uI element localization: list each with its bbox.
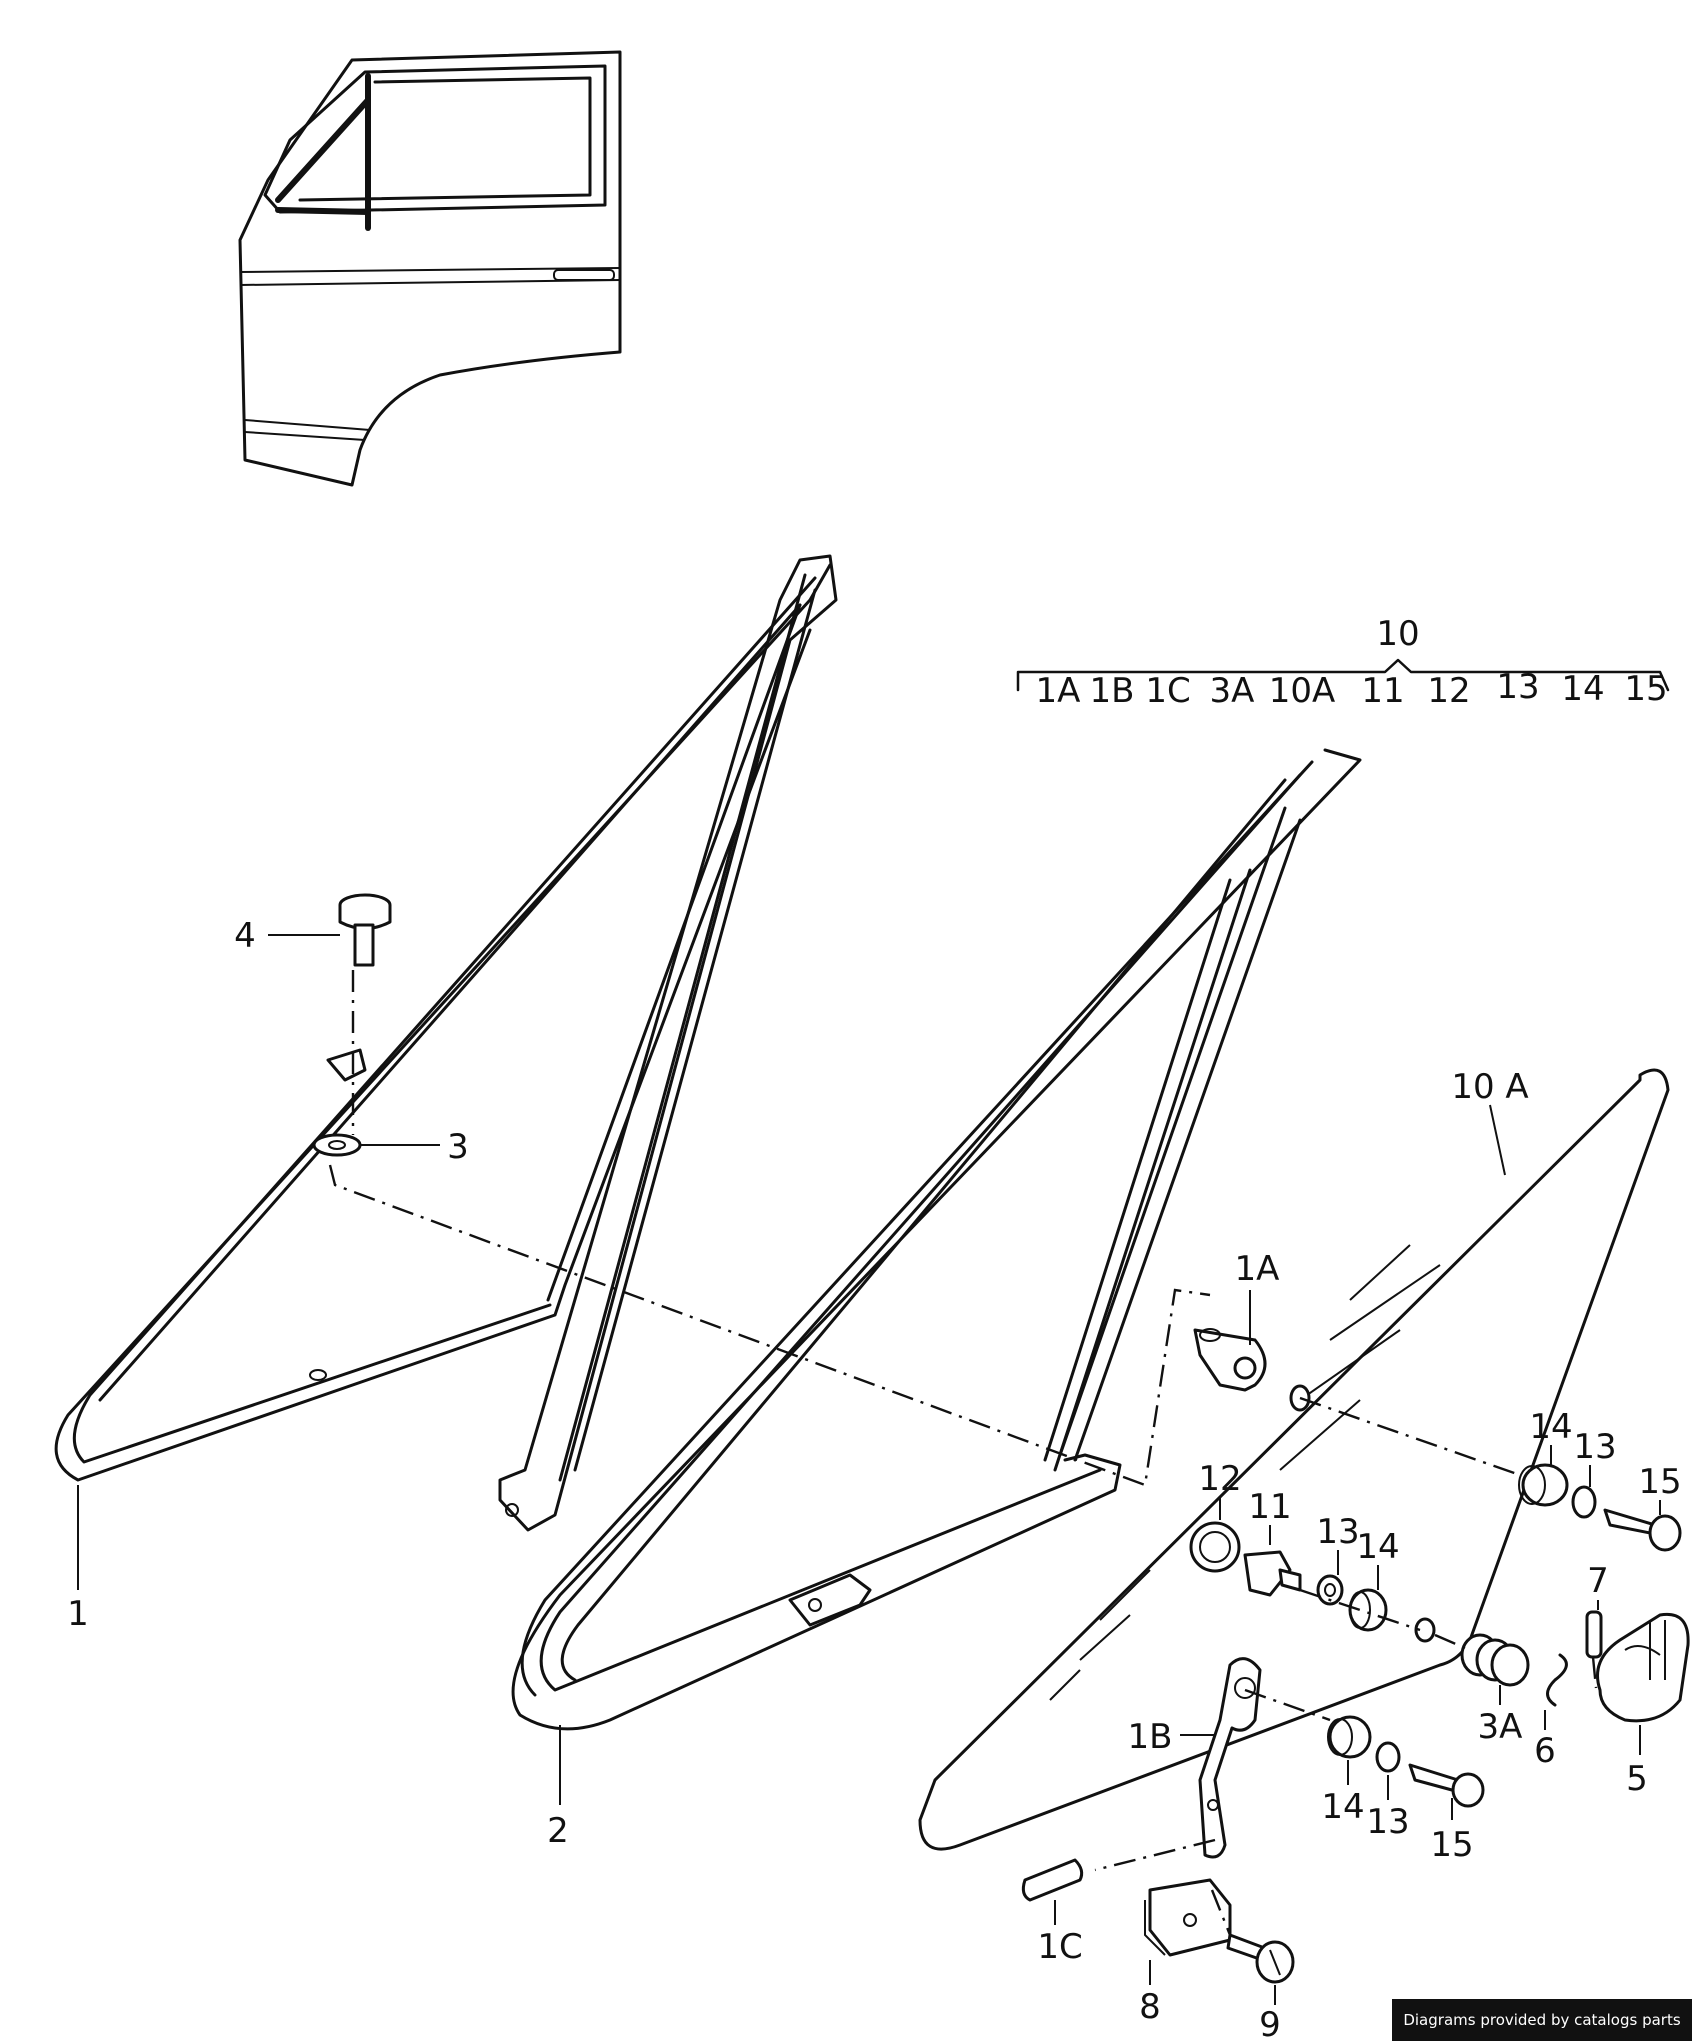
part-5-handle bbox=[1596, 1612, 1690, 1723]
callout-9: 9 bbox=[1259, 2005, 1281, 2041]
callout-12: 12 bbox=[1198, 1459, 1241, 1499]
part-2-frame bbox=[511, 748, 1362, 1731]
part-1B-hinge bbox=[1198, 1657, 1262, 1859]
group-member-13: 13 bbox=[1496, 667, 1539, 707]
hw-bottom-group bbox=[1327, 1715, 1485, 1808]
assembly-lines bbox=[328, 970, 1598, 1936]
callout-8: 8 bbox=[1139, 1987, 1161, 2027]
part-1-seal bbox=[54, 563, 832, 1482]
callout-15-top: 15 bbox=[1638, 1462, 1681, 1502]
part-3-washer bbox=[312, 1133, 362, 1157]
callout-3: 3 bbox=[447, 1127, 469, 1167]
part-6-clip bbox=[1546, 1653, 1568, 1707]
door-overview bbox=[238, 50, 622, 487]
part-7-pin bbox=[1585, 1610, 1603, 1659]
group-member-12: 12 bbox=[1427, 671, 1470, 711]
leader-lines bbox=[77, 934, 1661, 2005]
group-member-10A: 10A bbox=[1269, 671, 1336, 711]
group-member-11: 11 bbox=[1361, 671, 1404, 711]
part-10A-glass bbox=[918, 1068, 1670, 1851]
group-member-14: 14 bbox=[1561, 669, 1604, 709]
credit-banner: Diagrams provided by catalogs parts bbox=[1392, 1999, 1692, 2041]
group-member-1C: 1C bbox=[1145, 671, 1190, 711]
callout-13-top: 13 bbox=[1573, 1427, 1616, 1467]
callout-4: 4 bbox=[234, 916, 256, 956]
part-3A-spring bbox=[1460, 1633, 1530, 1687]
hw-mid-group bbox=[1189, 1521, 1436, 1643]
callout-7: 7 bbox=[1587, 1561, 1609, 1601]
hw-top-group bbox=[1518, 1463, 1682, 1552]
callout-14-bottom: 14 bbox=[1321, 1787, 1364, 1827]
callout-11: 11 bbox=[1248, 1487, 1291, 1527]
part-1A-bracket bbox=[1193, 1328, 1267, 1392]
callout-1: 1 bbox=[67, 1594, 89, 1634]
part-8-clamp bbox=[1144, 1878, 1232, 1957]
callout-1B: 1B bbox=[1128, 1717, 1173, 1757]
callout-13-bottom: 13 bbox=[1366, 1802, 1409, 1842]
callout-6: 6 bbox=[1534, 1731, 1556, 1771]
callout-14-top: 14 bbox=[1529, 1407, 1572, 1447]
callout-15-bottom: 15 bbox=[1430, 1825, 1473, 1865]
part-4-screw bbox=[338, 893, 392, 967]
callout-2: 2 bbox=[547, 1811, 569, 1851]
group-10-title: 10 bbox=[1376, 614, 1419, 654]
group-member-15: 15 bbox=[1624, 669, 1667, 709]
seal-clip bbox=[326, 1048, 367, 1082]
callout-5: 5 bbox=[1626, 1759, 1648, 1799]
callout-10A: 10 A bbox=[1451, 1067, 1528, 1107]
group-member-3A: 3A bbox=[1210, 671, 1255, 711]
callout-1A: 1A bbox=[1235, 1249, 1280, 1289]
part-1-channel bbox=[498, 554, 838, 1532]
group-member-1A: 1A bbox=[1036, 671, 1081, 711]
part-9-screw bbox=[1226, 1933, 1295, 1984]
group-member-1B: 1B bbox=[1090, 671, 1135, 711]
callout-1C: 1C bbox=[1037, 1927, 1082, 1967]
part-1C-pin bbox=[1021, 1858, 1084, 1902]
callout-13-mid: 13 bbox=[1316, 1512, 1359, 1552]
callout-14-mid: 14 bbox=[1356, 1527, 1399, 1567]
callout-3A: 3A bbox=[1478, 1707, 1523, 1747]
group-10-bracket bbox=[1016, 658, 1670, 692]
